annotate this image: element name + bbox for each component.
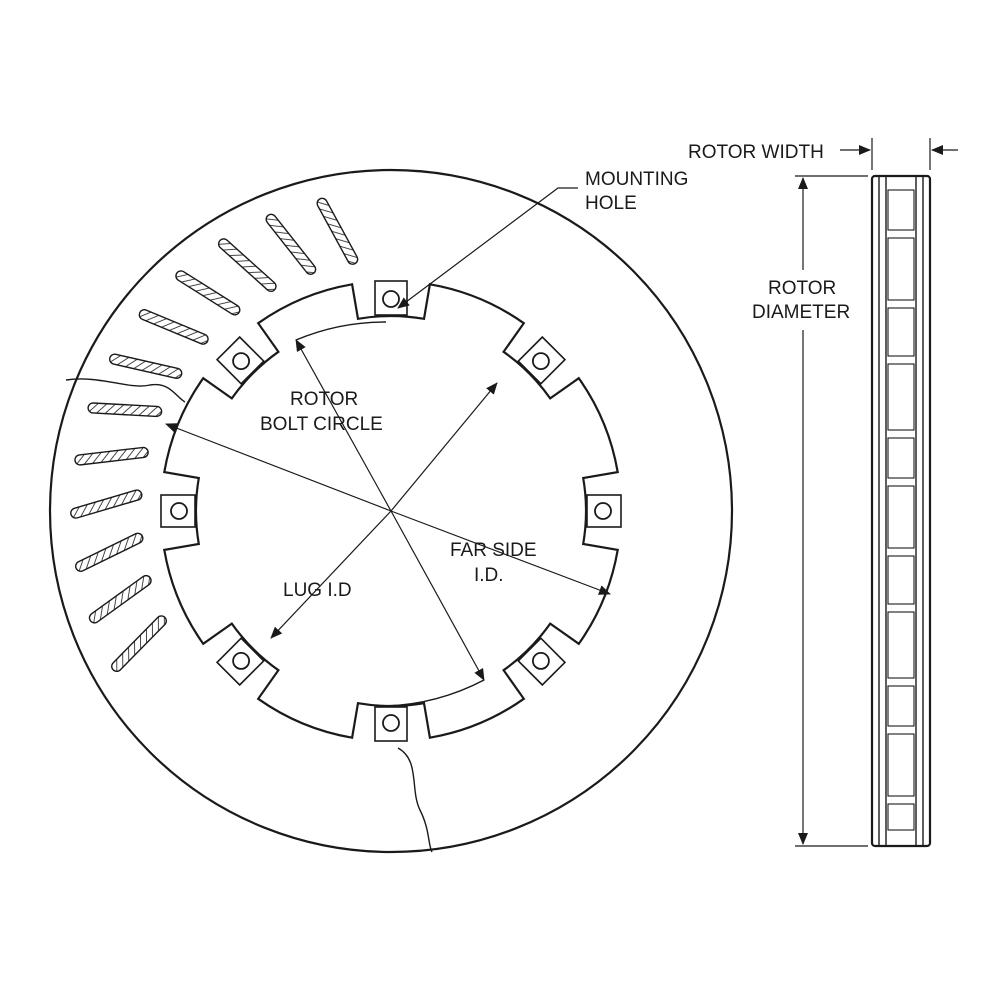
side-vent-slot xyxy=(887,189,915,231)
mounting-lug xyxy=(517,637,567,687)
cooling-vanes xyxy=(70,197,359,673)
side-vent-slot xyxy=(887,485,915,549)
side-vent-slot xyxy=(887,555,915,605)
mounting-lug xyxy=(215,335,265,385)
lug-id-line-2 xyxy=(270,510,392,639)
mounting-hole xyxy=(170,502,188,520)
side-vent-slot xyxy=(887,437,915,479)
cooling-vane xyxy=(74,532,144,572)
cutaway-break-line xyxy=(65,378,186,403)
rotor-diameter-label-line1: ROTOR xyxy=(768,278,836,299)
mounting-lug xyxy=(586,494,622,528)
lug-id-line xyxy=(165,423,392,512)
lug-id-label: LUG I.D xyxy=(283,580,352,601)
cooling-vane xyxy=(217,238,277,293)
cutaway-break-line-bottom xyxy=(397,747,433,853)
bolt-circle-label-line2: BOLT CIRCLE xyxy=(260,414,383,435)
side-vent-slot xyxy=(887,611,915,679)
rotor-width-label: ROTOR WIDTH xyxy=(688,142,824,163)
side-vent-slot xyxy=(887,685,915,727)
mounting-hole xyxy=(382,290,400,308)
mounting-lug xyxy=(374,706,408,742)
side-vent-slot xyxy=(887,237,915,301)
mounting-hole xyxy=(382,714,400,732)
rotor-diameter-label-line2: DIAMETER xyxy=(752,302,850,323)
mounting-hole xyxy=(532,652,550,670)
mounting-hole xyxy=(232,652,251,670)
cooling-vane xyxy=(175,270,241,316)
cooling-vane xyxy=(111,615,167,673)
cooling-vane xyxy=(316,197,359,265)
bolt-circle-label-line1: ROTOR xyxy=(290,389,358,410)
bolt-circle-line-2 xyxy=(390,382,498,512)
mounting-lug xyxy=(374,280,408,316)
mounting-lug xyxy=(215,637,265,687)
cooling-vane xyxy=(138,309,209,345)
mounting-hole-label-line2: HOLE xyxy=(585,193,637,214)
cooling-vane xyxy=(265,213,317,275)
rotor-side-view xyxy=(870,174,932,848)
cooling-vane xyxy=(87,402,163,418)
mounting-hole-label-line1: MOUNTING xyxy=(585,169,688,190)
far-side-label-line1: FAR SIDE xyxy=(450,540,537,561)
rotor-outer-edge xyxy=(48,168,734,854)
bolt-circle-arc-2 xyxy=(385,679,485,707)
mounting-lug xyxy=(517,335,567,385)
far-side-label-line2: I.D. xyxy=(474,565,504,586)
mounting-hole xyxy=(594,502,612,520)
bolt-circle-arc xyxy=(295,321,387,341)
side-vent-slot xyxy=(887,307,915,357)
side-vent-slot xyxy=(887,803,915,831)
cooling-vane xyxy=(109,353,183,379)
mounting-hole xyxy=(232,352,251,371)
mounting-lug xyxy=(160,494,196,528)
cooling-vane xyxy=(74,446,149,466)
far-side-line xyxy=(390,510,485,681)
mounting-lugs xyxy=(160,280,622,742)
side-vent-slot xyxy=(887,733,915,797)
mounting-hole-leader xyxy=(397,187,578,309)
side-vent-slot xyxy=(887,363,915,431)
far-side-line-2 xyxy=(390,510,611,595)
cooling-vane xyxy=(88,574,152,624)
hub-inner-profile xyxy=(163,283,619,739)
bolt-circle-line xyxy=(295,339,392,512)
cooling-vane xyxy=(70,489,143,519)
mounting-hole xyxy=(532,352,550,371)
